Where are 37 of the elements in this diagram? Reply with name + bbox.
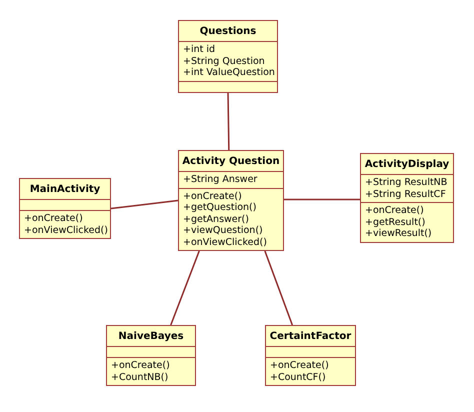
attribute-text: +String ResultCF	[365, 188, 446, 200]
class-name: Activity Question	[182, 156, 280, 167]
method-text: +CountNB()	[111, 372, 168, 383]
attribute-text: +String ResultNB	[365, 177, 448, 188]
class-name: NaiveBayes	[118, 331, 184, 342]
method-text: +onCreate()	[365, 205, 424, 216]
method-text: +getResult()	[365, 216, 426, 228]
method-text: +onCreate()	[183, 190, 242, 202]
method-text: +getQuestion()	[183, 202, 256, 214]
class-box	[178, 20, 278, 92]
attribute-text: +int ValueQuestion	[183, 67, 275, 78]
method-text: +getAnswer()	[183, 214, 249, 225]
method-text: +viewResult()	[365, 228, 432, 240]
method-text: +CountCF()	[270, 372, 326, 383]
class-box	[178, 150, 284, 251]
association-line	[170, 250, 200, 326]
method-text: +onCreate()	[24, 213, 83, 224]
class-name: MainActivity	[30, 184, 100, 195]
class-name: Questions	[200, 26, 256, 37]
class-box	[265, 325, 356, 386]
association-line	[227, 92, 230, 150]
method-text: +onCreate()	[270, 360, 329, 372]
association-line	[284, 198, 360, 200]
method-text: +viewQuestion()	[183, 225, 263, 236]
class-name: CertaintFactor	[270, 331, 352, 342]
attribute-text: +int id	[183, 44, 216, 56]
class-box	[106, 325, 196, 386]
method-text: +onViewClicked()	[24, 224, 108, 236]
method-text: +onCreate()	[111, 360, 170, 372]
class-box	[19, 178, 111, 239]
method-text: +onViewClicked()	[183, 236, 267, 248]
association-line	[264, 250, 293, 326]
class-box	[360, 153, 454, 242]
class-name: ActivityDisplay	[364, 159, 450, 170]
attribute-text: +String Question	[183, 56, 265, 67]
attribute-text: +String Answer	[183, 174, 258, 186]
association-line	[110, 200, 178, 210]
